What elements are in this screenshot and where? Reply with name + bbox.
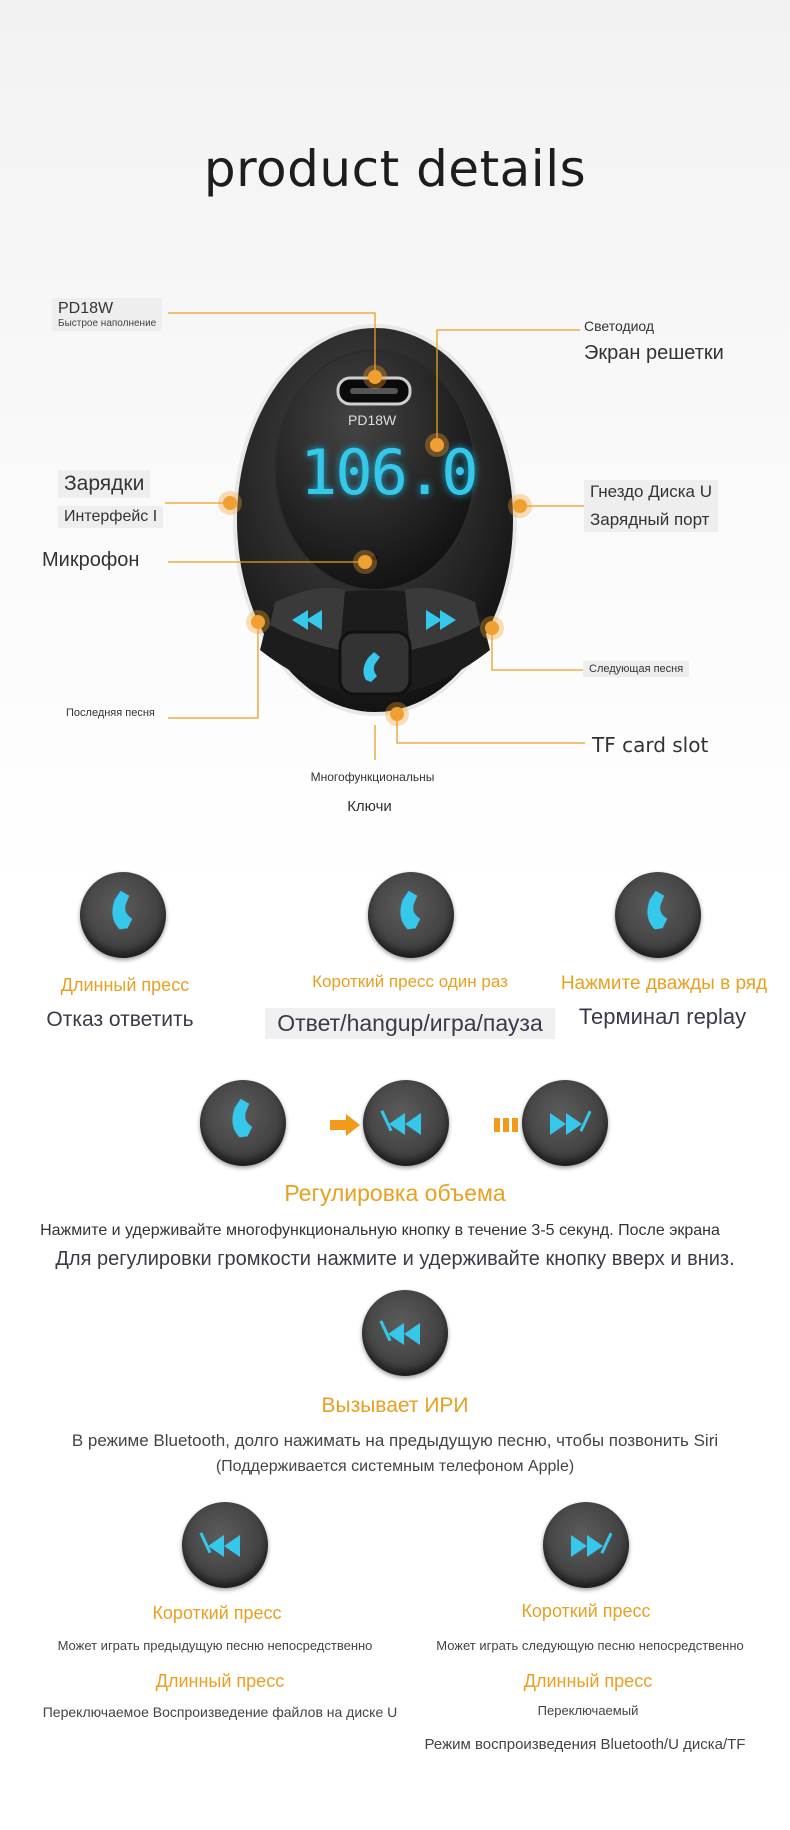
dashes-icon — [494, 1118, 518, 1132]
next-long-desc1: Переключаемый — [537, 1703, 639, 1718]
callout-last-song: Последняя песня — [66, 707, 155, 719]
callout-dot-prev — [251, 615, 265, 629]
volume-title: Регулировка объема — [284, 1180, 506, 1206]
next-icon — [550, 1110, 592, 1135]
next-short-title: Короткий пресс — [521, 1601, 651, 1621]
callout-dot-led — [430, 438, 444, 452]
device-illustration: PD18W 106.0 — [230, 320, 520, 720]
next-long-title: Длинный пресс — [523, 1671, 653, 1691]
callout-usb-sub: Зарядный порт — [590, 510, 710, 529]
callout-dot-port — [368, 370, 382, 384]
callout-led-title: Светодиод — [584, 318, 655, 334]
prev-long-title: Длинный пресс — [155, 1671, 285, 1691]
callout-next-song: Следующая песня — [583, 661, 690, 677]
call-mode-3-result: Терминал replay — [578, 1004, 747, 1029]
callout-tf-slot: TF card slot — [592, 733, 709, 757]
prev-short-desc: Может играть предыдущую песню непосредст… — [57, 1638, 373, 1653]
volume-line2: Для регулировки громкости нажмите и удер… — [55, 1248, 735, 1270]
volume-next-button — [522, 1080, 608, 1166]
page-title: product details — [203, 140, 587, 198]
call-mode-1-action: Длинный пресс — [60, 975, 190, 995]
siri-line1: В режиме Bluetooth, долго нажимать на пр… — [71, 1431, 719, 1450]
siri-title: Вызывает ИРИ — [321, 1394, 469, 1417]
volume-phone-button — [200, 1080, 286, 1166]
call-mode-2-result: Ответ/hangup/игра/пауза — [265, 1008, 555, 1039]
callout-multi-sub: Ключи — [347, 798, 392, 815]
display-value: 106.0 — [300, 436, 479, 509]
prev-icon — [199, 1532, 240, 1557]
phone-icon — [232, 1098, 253, 1138]
next-icon — [571, 1532, 613, 1557]
siri-prev-button — [362, 1290, 448, 1376]
callout-multi: Многофункциональны Ключи — [290, 770, 455, 815]
phone-button-double — [615, 872, 701, 958]
callout-led-sub: Экран решетки — [584, 342, 724, 364]
phone-icon — [647, 890, 668, 930]
callout-multi-title: Многофункциональны — [310, 770, 435, 784]
volume-prev-button — [363, 1080, 449, 1166]
callout-led: Светодиод Экран решетки — [584, 318, 724, 365]
prev-detail-button — [182, 1502, 268, 1588]
call-mode-3-action: Нажмите дважды в ряд — [560, 973, 768, 994]
arrow-right-icon — [330, 1114, 360, 1136]
callout-lines — [165, 312, 590, 760]
prev-long-desc: Переключаемое Воспроизведение файлов на … — [42, 1704, 398, 1720]
callout-dot-next — [485, 621, 499, 635]
prev-short-title: Короткий пресс — [152, 1603, 282, 1623]
prev-icon — [379, 1320, 420, 1345]
volume-line1: Нажмите и удерживайте многофункциональну… — [40, 1222, 720, 1239]
callout-pd18w: PD18W Быстрое наполнение — [52, 298, 163, 331]
phone-icon — [400, 890, 421, 930]
callout-pd18w-sub: Быстрое наполнение — [58, 318, 157, 329]
callout-charging-sub: Интерфейс I — [58, 506, 164, 528]
call-mode-1-result: Отказ ответить — [46, 1008, 194, 1031]
siri-line2: (Поддерживается системным телефоном Appl… — [215, 1458, 575, 1475]
next-long-desc2: Режим воспроизведения Bluetooth/U диска/… — [424, 1736, 746, 1753]
phone-button-short — [368, 872, 454, 958]
device-body — [233, 324, 517, 716]
callout-dot-mic — [358, 555, 372, 569]
callout-pd18w-title: PD18W — [58, 300, 114, 317]
callout-usb-title: Гнездо Диска U — [590, 482, 713, 501]
phone-icon — [112, 890, 133, 930]
call-mode-2-action: Короткий пресс один раз — [312, 972, 508, 991]
callout-charging-title: Зарядки — [58, 470, 151, 498]
callout-dot-tf — [390, 707, 404, 721]
next-short-desc: Может играть следующую песню непосредств… — [436, 1638, 744, 1653]
phone-button-long — [80, 872, 166, 958]
port-label: PD18W — [348, 412, 397, 428]
callout-usb: Гнездо Диска U Зарядный порт — [584, 480, 719, 532]
callout-dot-charging — [223, 496, 237, 510]
prev-icon — [380, 1110, 421, 1135]
callout-dot-usb — [513, 499, 527, 513]
callout-mic: Микрофон — [42, 549, 140, 571]
next-detail-button — [543, 1502, 629, 1588]
callout-charging: Зарядки Интерфейс I — [58, 470, 164, 528]
